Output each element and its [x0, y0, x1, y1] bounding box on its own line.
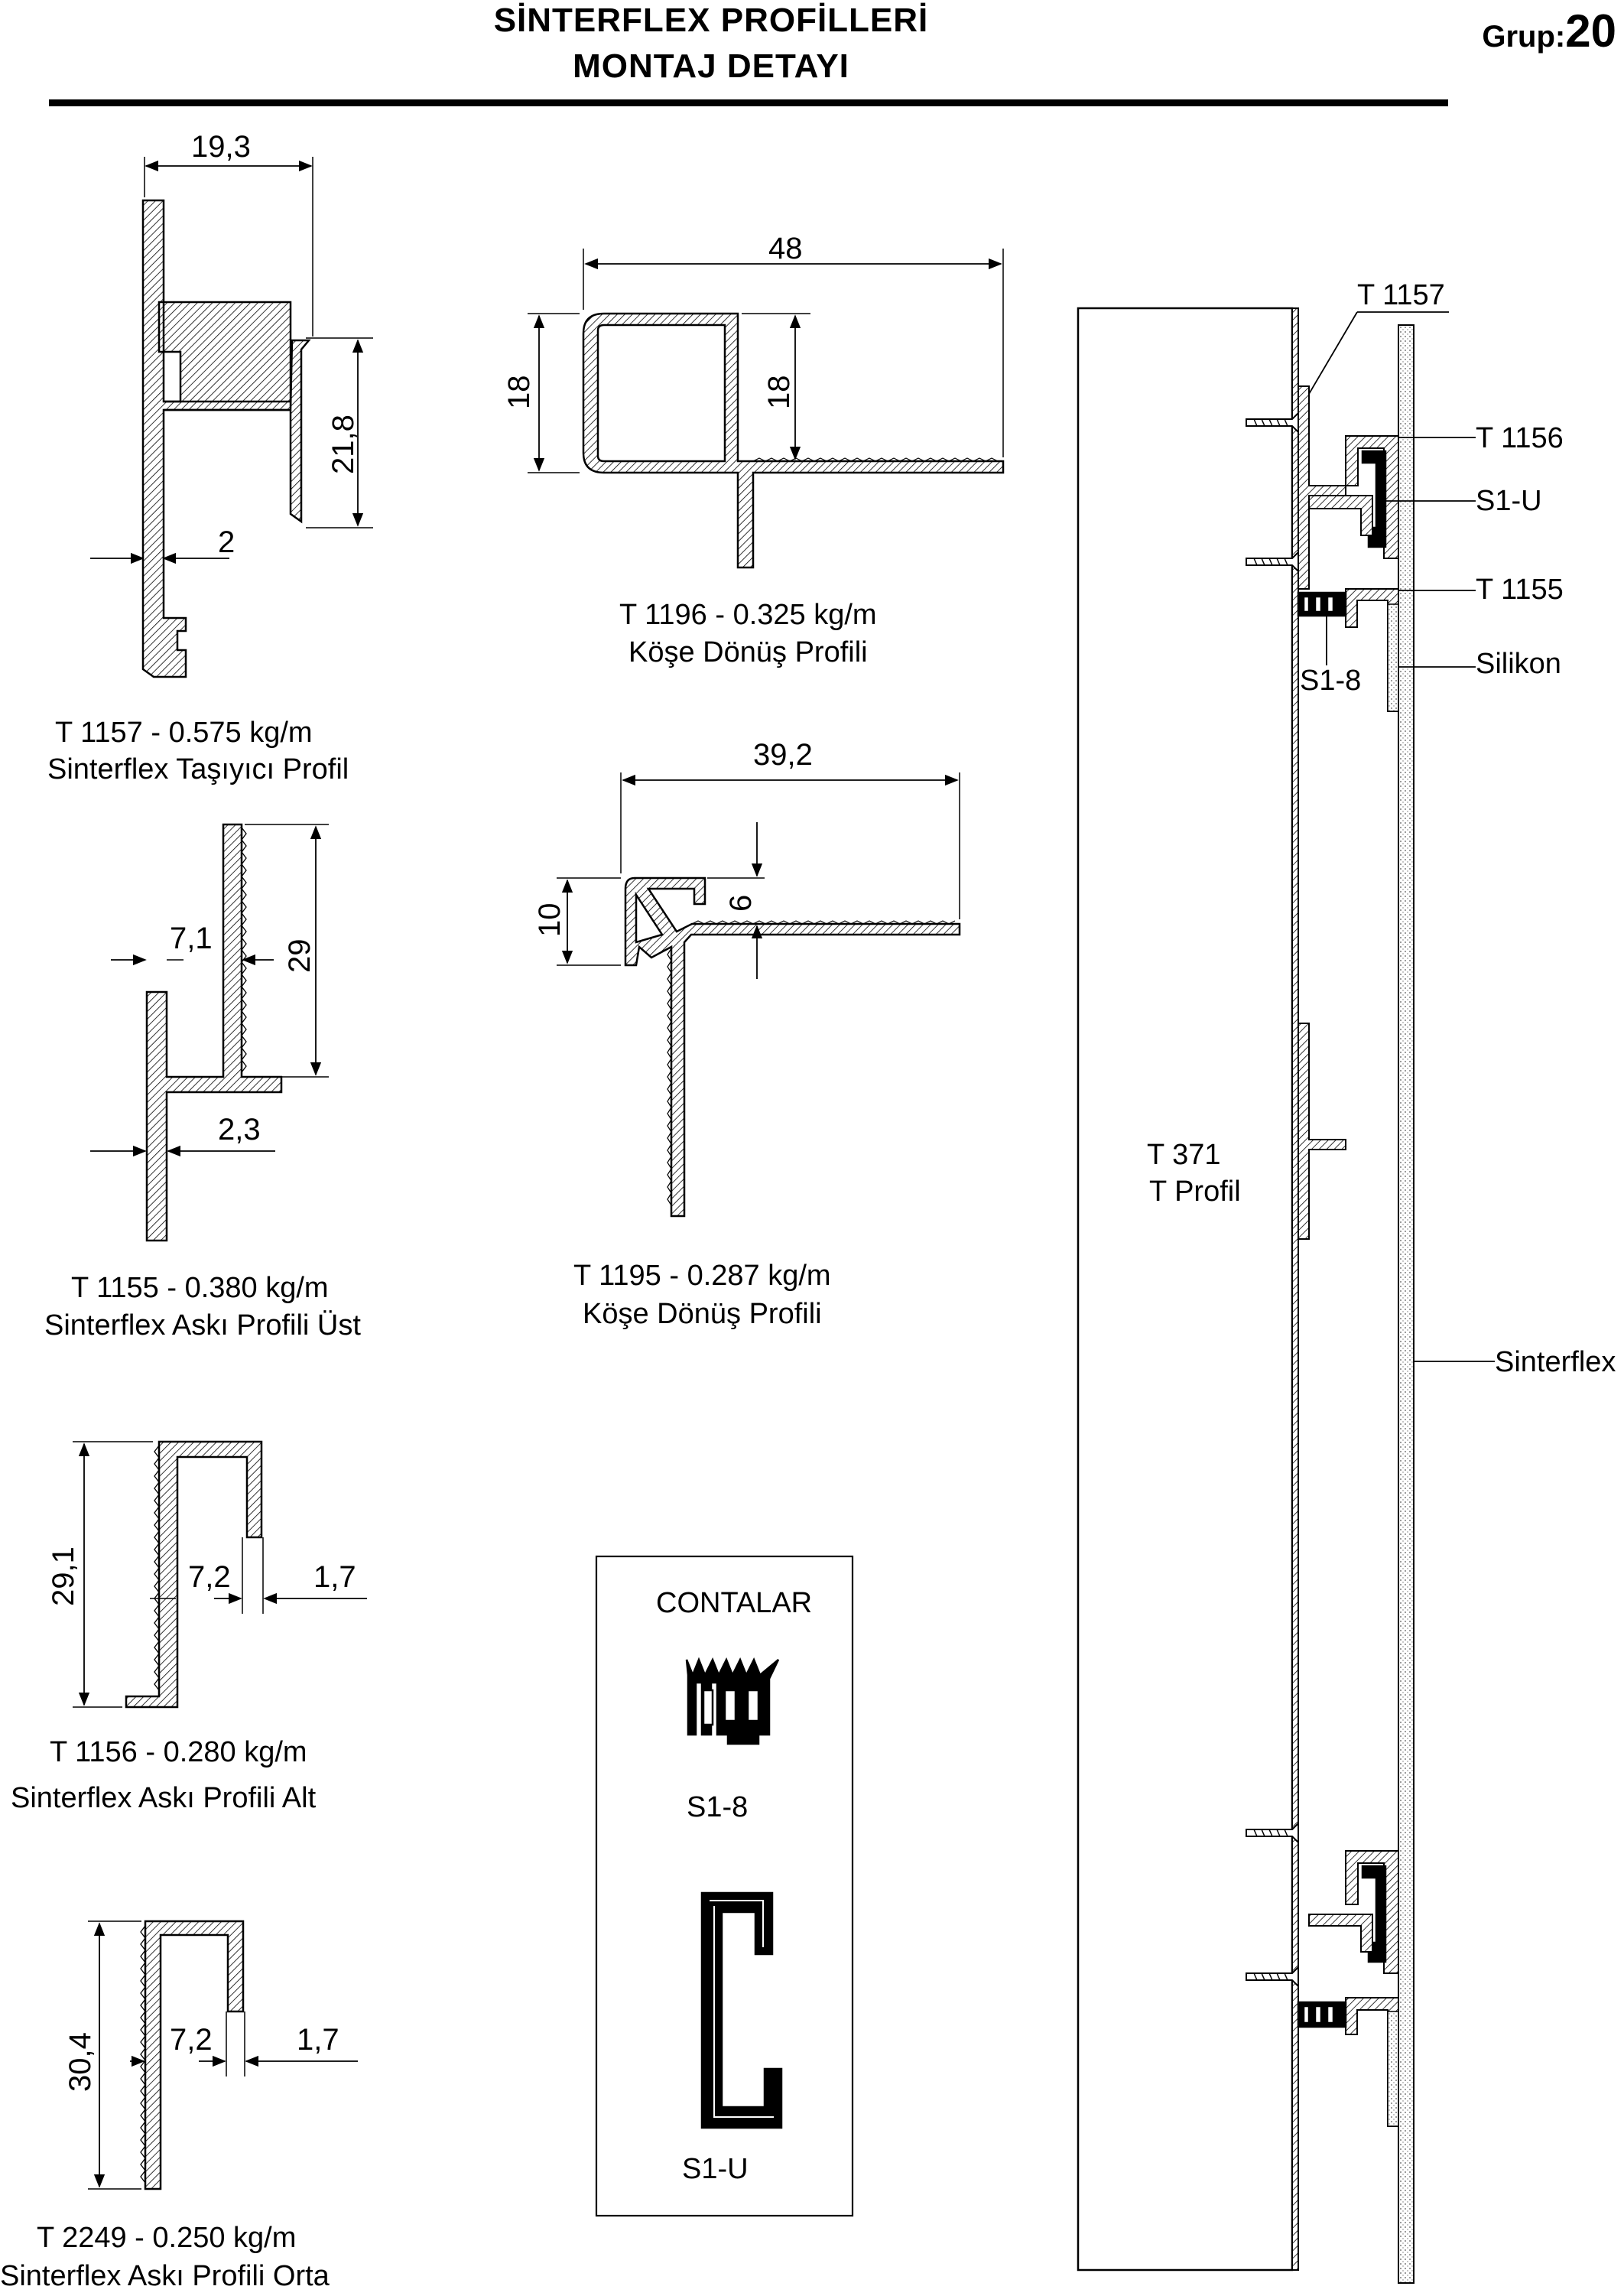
- caption-t2249-code: T 2249 - 0.250 kg/m: [37, 2222, 297, 2254]
- gasket-s1-u-icon: [700, 1891, 783, 2129]
- dim-t1157-thickness: 2: [218, 525, 235, 559]
- profile-t1157-drawing: [90, 157, 373, 678]
- gasket-s1-8-label: S1-8: [687, 1791, 748, 1823]
- profile-t1155-drawing: [90, 823, 329, 1242]
- dim-t1156-height: 29,1: [47, 1546, 80, 1606]
- caption-t1155-name: Sinterflex Askı Profili Üst: [44, 1309, 361, 1342]
- profile-t2249-drawing: [88, 1920, 358, 2190]
- gasket-box-title: CONTALAR: [656, 1587, 812, 1619]
- label-t1156: T 1156: [1476, 422, 1564, 454]
- dim-t1196-right-height: 18: [762, 376, 796, 410]
- dim-t1196-left-height: 18: [502, 376, 536, 410]
- caption-t1157-name: Sinterflex Taşıyıcı Profil: [47, 753, 349, 785]
- header-rule: [49, 99, 1448, 106]
- label-t371-code: T 371: [1147, 1139, 1220, 1171]
- gasket-s1-8-icon: [685, 1657, 780, 1745]
- caption-t1195-name: Köşe Dönüş Profili: [583, 1298, 822, 1330]
- gasket-box: [595, 1555, 854, 2217]
- dim-t1156-thickness: 1,7: [313, 1560, 356, 1594]
- dim-t2249-height: 30,4: [63, 2032, 97, 2092]
- dim-t1157-height: 21,8: [326, 415, 360, 474]
- label-sinterflex: Sinterflex: [1495, 1346, 1616, 1378]
- dim-t1155-height: 29: [283, 939, 317, 974]
- caption-t1156-code: T 1156 - 0.280 kg/m: [50, 1736, 307, 1768]
- profile-t1195-drawing: [557, 772, 961, 1218]
- label-t1157: T 1157: [1357, 279, 1445, 311]
- dim-t1155-thickness: 2,3: [218, 1113, 261, 1146]
- label-s1-8: S1-8: [1300, 665, 1361, 697]
- label-silikon: Silikon: [1476, 648, 1561, 680]
- label-t1155: T 1155: [1476, 574, 1564, 606]
- profile-t1196-drawing: [528, 249, 1005, 569]
- caption-t1157-code: T 1157 - 0.575 kg/m: [55, 717, 313, 749]
- gasket-s1-u-label: S1-U: [682, 2153, 749, 2185]
- screw-icon: [1246, 411, 1299, 1989]
- profile-t1156-drawing: [73, 1440, 367, 1709]
- group-badge: Grup:20: [1482, 5, 1616, 57]
- dim-t1195-width: 39,2: [753, 738, 813, 772]
- sinterflex-panel: [1398, 324, 1415, 2284]
- caption-t2249-name: Sinterflex Askı Profili Orta: [0, 2260, 330, 2292]
- label-t371-name: T Profil: [1149, 1176, 1241, 1208]
- dim-t2249-thickness: 1,7: [297, 2023, 339, 2057]
- caption-t1155-code: T 1155 - 0.380 kg/m: [71, 1272, 329, 1304]
- caption-t1195-code: T 1195 - 0.287 kg/m: [573, 1260, 831, 1292]
- assembly-drawing: [1077, 307, 1495, 2284]
- caption-t1156-name: Sinterflex Askı Profili Alt: [11, 1782, 317, 1814]
- dim-t2249-width: 7,2: [170, 2023, 213, 2057]
- page-title: SİNTERFLEX PROFİLLERİ: [493, 2, 929, 39]
- page-subtitle: MONTAJ DETAYI: [573, 47, 849, 85]
- caption-t1196-code: T 1196 - 0.325 kg/m: [619, 599, 877, 631]
- dim-t1196-width: 48: [768, 232, 803, 265]
- dim-t1195-lip: 6: [724, 895, 758, 912]
- group-label: Grup:: [1482, 20, 1566, 54]
- group-number: 20: [1565, 5, 1616, 57]
- dim-t1157-width: 19,3: [191, 130, 251, 164]
- dim-t1195-height: 10: [533, 903, 567, 938]
- label-s1-u: S1-U: [1476, 485, 1542, 517]
- caption-t1196-name: Köşe Dönüş Profili: [628, 636, 868, 668]
- dim-t1156-width: 7,2: [188, 1560, 231, 1594]
- dim-t1155-width: 7,1: [170, 922, 213, 955]
